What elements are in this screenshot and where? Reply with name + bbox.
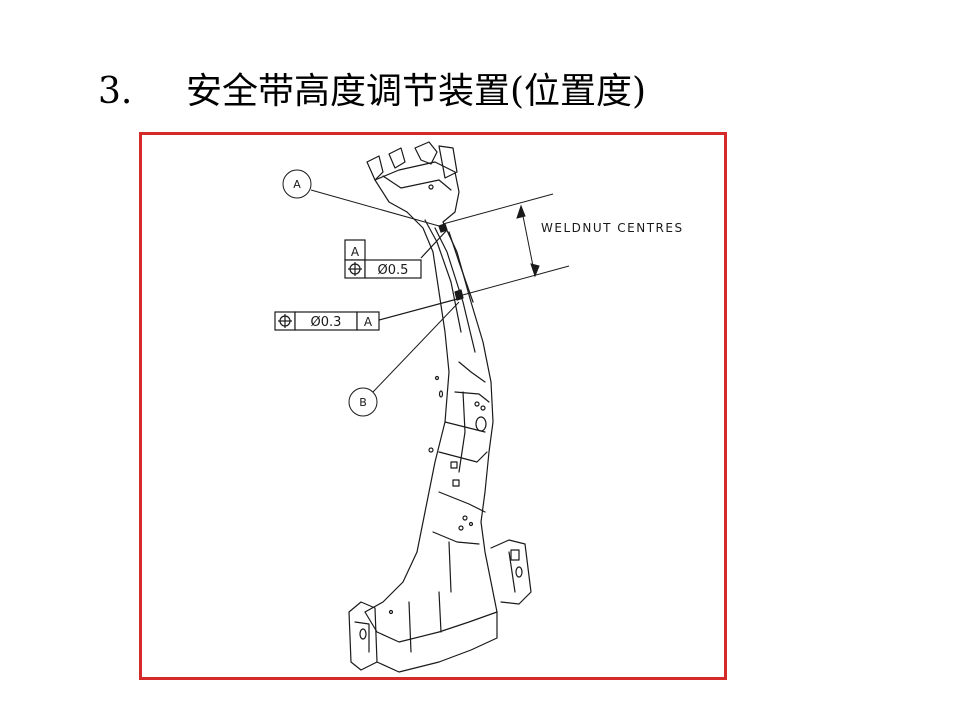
b-pillar-drawing: WELDNUT CENTRES A A Ø0.5 Ø0.3 A B xyxy=(274,141,684,673)
datum-a-label: A xyxy=(293,178,301,191)
fcf-upper-tolerance: Ø0.5 xyxy=(378,263,409,278)
fcf-upper-datum: A xyxy=(351,245,360,259)
fcf-lower xyxy=(274,297,462,331)
slide-title-text: 安全带高度调节装置(位置度) xyxy=(186,71,647,112)
weldnut-dimension xyxy=(442,193,570,297)
position-symbol-icon xyxy=(278,314,292,328)
weldnut-centres-label: WELDNUT CENTRES xyxy=(541,221,684,235)
slide-title: 3. 安全带高度调节装置(位置度) xyxy=(98,62,646,114)
fcf-upper xyxy=(344,229,448,279)
fcf-lower-datum-ref: A xyxy=(364,315,373,329)
datum-b-callout xyxy=(348,301,460,417)
position-symbol-icon xyxy=(348,262,362,276)
datum-b-label: B xyxy=(359,396,367,409)
drawing-frame xyxy=(139,132,727,680)
fcf-lower-tolerance: Ø0.3 xyxy=(311,315,342,330)
slide-number: 3. xyxy=(98,71,133,112)
datum-a-callout xyxy=(282,169,440,227)
pillar-outline xyxy=(348,141,532,673)
